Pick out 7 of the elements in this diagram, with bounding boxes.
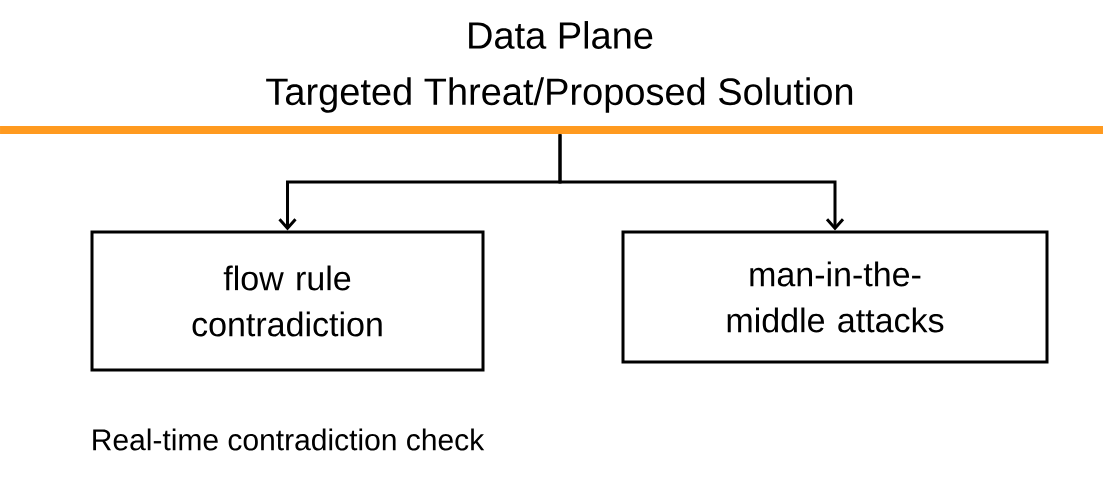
arrow bbox=[558, 134, 845, 231]
process-box: flow rule contradiction bbox=[90, 230, 485, 372]
divider-bar bbox=[0, 126, 1103, 134]
title: Data Plane bbox=[469, 21, 653, 49]
process-box: man-in-the-middle attacks bbox=[621, 230, 1049, 364]
node-label: Real-time contradiction check bbox=[93, 428, 485, 451]
subtitle: Targeted Threat/Proposed Solution bbox=[266, 77, 853, 113]
